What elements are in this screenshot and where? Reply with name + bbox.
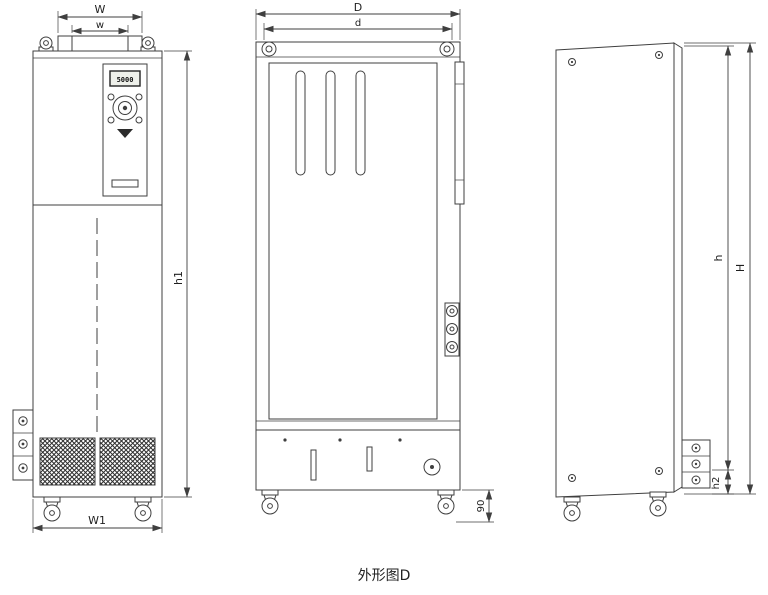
corner-screws: [568, 51, 663, 482]
lifting-eye-right: [140, 36, 156, 52]
vent-grille-left: [39, 437, 96, 486]
dim-label-h: h: [712, 254, 725, 261]
cable-gland-rings: [444, 302, 460, 357]
dim-label-w: w: [96, 20, 104, 31]
dim-label-h1: h1: [172, 271, 185, 285]
caster-wheel: [43, 496, 61, 522]
drain-hole: [423, 458, 441, 476]
dim-label-d: d: [355, 18, 361, 29]
dim-w: w: [71, 20, 129, 35]
lifting-ring-right: [439, 41, 455, 57]
dim-label-D: D: [354, 1, 362, 14]
display-value: 5000: [117, 76, 134, 84]
caster-wheel: [437, 489, 455, 515]
dim-W1: W1: [32, 499, 163, 533]
bottom-compartment: [256, 420, 460, 481]
dim-label-W1: W1: [88, 514, 106, 527]
dim-label-h2: h2: [711, 477, 722, 490]
cabinet-outline-rear: [555, 42, 675, 498]
keypad-dial-icon: [107, 93, 143, 124]
dim-h2: h2: [711, 469, 734, 495]
dim-H: H: [684, 42, 756, 495]
vent-grille-right: [99, 437, 156, 486]
vent-slots: [295, 70, 366, 176]
dim-W: W: [57, 3, 143, 33]
dim-h1: h1: [164, 50, 192, 498]
caster-wheel: [649, 491, 667, 517]
dim-90: 90: [456, 489, 494, 523]
dim-label-W: W: [95, 3, 106, 16]
dim-h: h: [684, 45, 734, 471]
rear-view: h h2 H: [555, 42, 756, 522]
side-view: D d 90: [255, 1, 494, 523]
dim-label-90: 90: [476, 500, 487, 513]
dim-label-H: H: [734, 264, 747, 272]
lifting-ring-left: [261, 41, 277, 57]
front-view: 5000: [12, 3, 192, 533]
mounting-bracket-rear: [681, 439, 711, 489]
inner-panel: [268, 62, 438, 420]
dim-D: D: [255, 1, 461, 40]
cabinet-outline-side: [255, 41, 461, 491]
hinge-strip: [454, 61, 465, 205]
caster-wheel: [261, 489, 279, 515]
drawing-caption: 外形图D: [358, 568, 411, 584]
control-panel: 5000: [102, 63, 148, 197]
display-screen: [109, 70, 141, 87]
caster-wheel: [134, 496, 152, 522]
lifting-eye-left: [38, 36, 54, 52]
panel-slot: [111, 179, 139, 188]
cabinet-edge-face: [673, 42, 683, 493]
caster-wheel: [563, 496, 581, 522]
down-arrow-icon: [117, 129, 133, 138]
mounting-bracket-front: [12, 409, 34, 481]
dim-d: d: [263, 18, 453, 40]
top-plate: [57, 35, 143, 52]
